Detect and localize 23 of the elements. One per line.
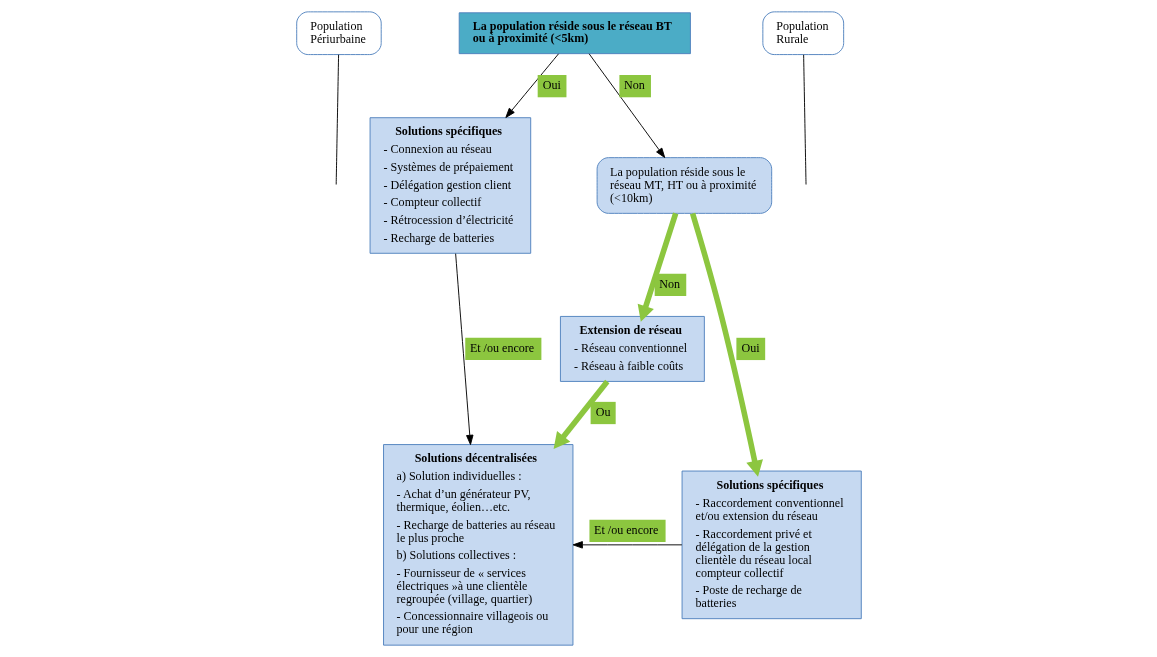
arrow — [553, 379, 609, 450]
edge-label: Et /ou encore — [593, 523, 658, 538]
node-box: Population Rurale — [761, 11, 844, 56]
arrow — [504, 53, 559, 118]
arrow — [454, 253, 473, 446]
node-box: Extension de réseau - Réseau conventionnel - Réseau à faible coûts — [559, 315, 705, 382]
edge-label: Non — [658, 277, 680, 292]
connector — [335, 54, 339, 185]
node-box: Solutions décentralisées a) Solution individuelles : - Achat d’un générateur PV, thermique, éolien…etc. - Recharge de batteries au réseau le plus proche b) Solutions collectives : - Fournisseur de « services électriques »à une clientèle regroupée (village, quartier) - Concessionnaire villageois ou pour une région — [382, 444, 573, 646]
edge-label: Oui — [542, 78, 561, 93]
arrow — [572, 541, 682, 549]
edge-label: Et /ou encore — [469, 341, 534, 356]
node-box: Solutions spécifiques - Connexion au réseau - Systèmes de prépaiement - Délégation gestion client - Compteur collectif - Rétrocession d’électricité - Recharge de batteries — [369, 117, 531, 254]
edge-label: Ou — [595, 405, 610, 420]
arrow — [588, 53, 665, 158]
connector — [802, 54, 806, 185]
node-box: La population réside sous le réseau BT ou à proximité (<5km) — [458, 12, 691, 55]
arrow — [637, 212, 678, 322]
edge-label: Non — [623, 78, 645, 93]
edge-label: Oui — [741, 341, 760, 356]
node-box: Population Périurbaine — [295, 11, 382, 56]
node-box: Solutions spécifiques - Raccordement conventionnel et/ou extension du réseau - Raccordement privé et délégation de la gestion clientèle du réseau local compteur collectif - Poste de recharge de batteries — [681, 470, 862, 620]
node-box: La population réside sous le réseau MT, HT ou à proximité (<10km) — [596, 157, 772, 214]
